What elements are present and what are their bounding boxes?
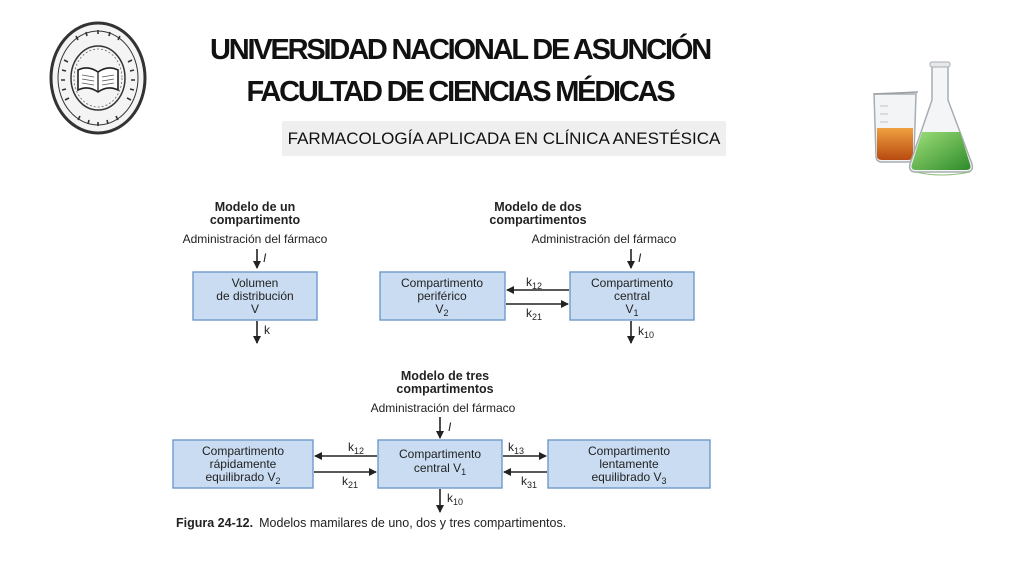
three-compartment-heading-line1: Modelo de tres <box>401 369 489 383</box>
two-compartment-elimination-label: k10 <box>638 324 654 340</box>
one-compartment-elimination-label: k <box>264 323 271 337</box>
university-title: UNIVERSIDAD NACIONAL DE ASUNCIÓN <box>210 34 712 66</box>
three-k13-label: k13 <box>508 440 524 456</box>
peripheral-box-volume: V2 <box>435 302 448 318</box>
rapid-box-line2: rápidamente <box>210 457 277 471</box>
slow-compartment-box <box>547 439 711 489</box>
rapid-box-line1: Compartimento <box>202 444 284 458</box>
volume-box-line2: de distribución <box>216 289 293 303</box>
lab-glassware-image <box>873 61 974 176</box>
three-compartment-admin-label: Administración del fármaco <box>371 401 516 415</box>
k21-label: k21 <box>526 306 542 322</box>
central-box-line1: Compartimento <box>591 276 673 290</box>
three-k21-label: k21 <box>342 474 358 490</box>
course-subtitle: FARMACOLOGÍA APLICADA EN CLÍNICA ANESTÉS… <box>282 121 726 156</box>
one-compartment-volume-box <box>192 271 318 321</box>
three-k31-label: k31 <box>521 474 537 490</box>
k12-label: k12 <box>526 275 542 291</box>
volume-box-line1: Volumen <box>232 276 279 290</box>
slow-box-line1: Compartimento <box>588 444 670 458</box>
central-v1-box-line1: Compartimento <box>399 447 481 461</box>
central-compartment-box <box>569 271 695 321</box>
three-compartment-heading-line2: compartimentos <box>396 382 493 396</box>
university-seal-logo <box>49 21 147 135</box>
two-compartment-input-label: I <box>638 251 642 265</box>
one-compartment-heading-line1: Modelo de un <box>215 200 296 214</box>
volume-box-line3: V <box>251 302 259 316</box>
central-box-volume: V1 <box>625 302 638 318</box>
figure-caption: Figura 24-12.Modelos mamilares de uno, d… <box>176 516 566 530</box>
peripheral-box-line2: periférico <box>417 289 467 303</box>
two-compartment-heading-line1: Modelo de dos <box>494 200 582 214</box>
two-compartment-heading-line2: compartimentos <box>489 213 586 227</box>
central-box-line2: central <box>614 289 650 303</box>
faculty-title: FACULTAD DE CIENCIAS MÉDICAS <box>246 76 675 108</box>
compartment-models-diagram: Modelo de un compartimento Administració… <box>172 200 711 530</box>
peripheral-compartment-box <box>379 271 506 321</box>
one-compartment-admin-label: Administración del fármaco <box>183 232 328 246</box>
slow-box-line3: equilibrado V3 <box>591 470 666 486</box>
one-compartment-heading-line2: compartimento <box>210 213 301 227</box>
course-subtitle-text: FARMACOLOGÍA APLICADA EN CLÍNICA ANESTÉS… <box>287 128 721 148</box>
three-compartment-input-label: I <box>448 420 452 434</box>
central-v1-box-line2: central V1 <box>414 461 466 477</box>
slow-box-line2: lentamente <box>599 457 659 471</box>
three-compartment-elimination-label: k10 <box>447 491 463 507</box>
one-compartment-input-label: I <box>263 251 267 265</box>
peripheral-box-line1: Compartimento <box>401 276 483 290</box>
rapid-compartment-box <box>172 439 314 489</box>
central-v1-compartment-box <box>377 439 503 489</box>
two-compartment-admin-label: Administración del fármaco <box>532 232 677 246</box>
three-k12-label: k12 <box>348 440 364 456</box>
rapid-box-line3: equilibrado V2 <box>205 470 280 486</box>
